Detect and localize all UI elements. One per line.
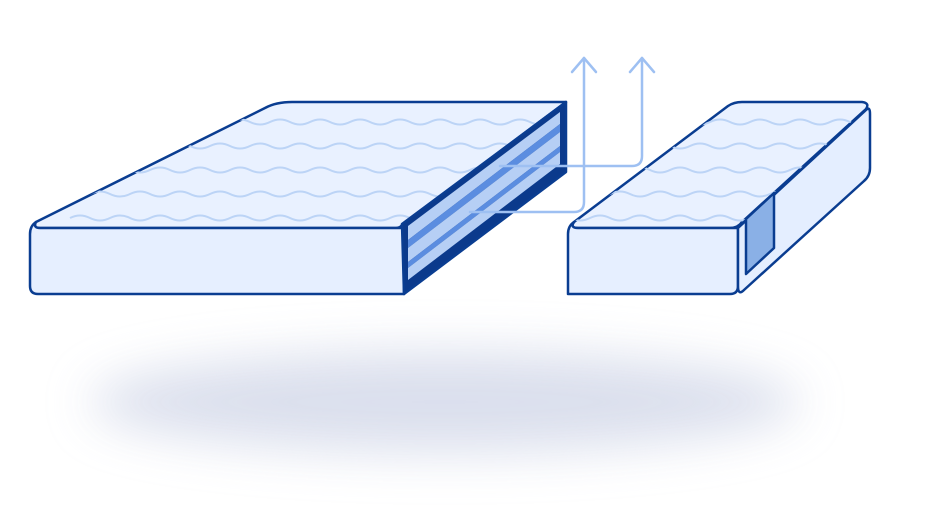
- layer-mid-2: [408, 146, 560, 268]
- layer-mid-1: [408, 124, 560, 248]
- quilt-pattern-large: [69, 118, 566, 222]
- mattress-small-side-panel: [744, 191, 776, 276]
- layer-light-1: [408, 112, 560, 240]
- arrow-up-icon: [468, 56, 586, 214]
- airflow-arrows: [468, 56, 656, 214]
- arrow-up-icon-head: [570, 56, 598, 74]
- mattress-small: [566, 100, 872, 296]
- mattress-large-front: [28, 220, 406, 296]
- layer-light-3: [408, 152, 560, 280]
- mattress-small-front: [566, 220, 740, 296]
- arrow-up-icon: [498, 56, 644, 168]
- mattress-large: [28, 100, 568, 296]
- arrow-up-icon-head: [628, 56, 656, 74]
- floor-shadow: [90, 352, 800, 452]
- layer-light-2: [408, 132, 560, 262]
